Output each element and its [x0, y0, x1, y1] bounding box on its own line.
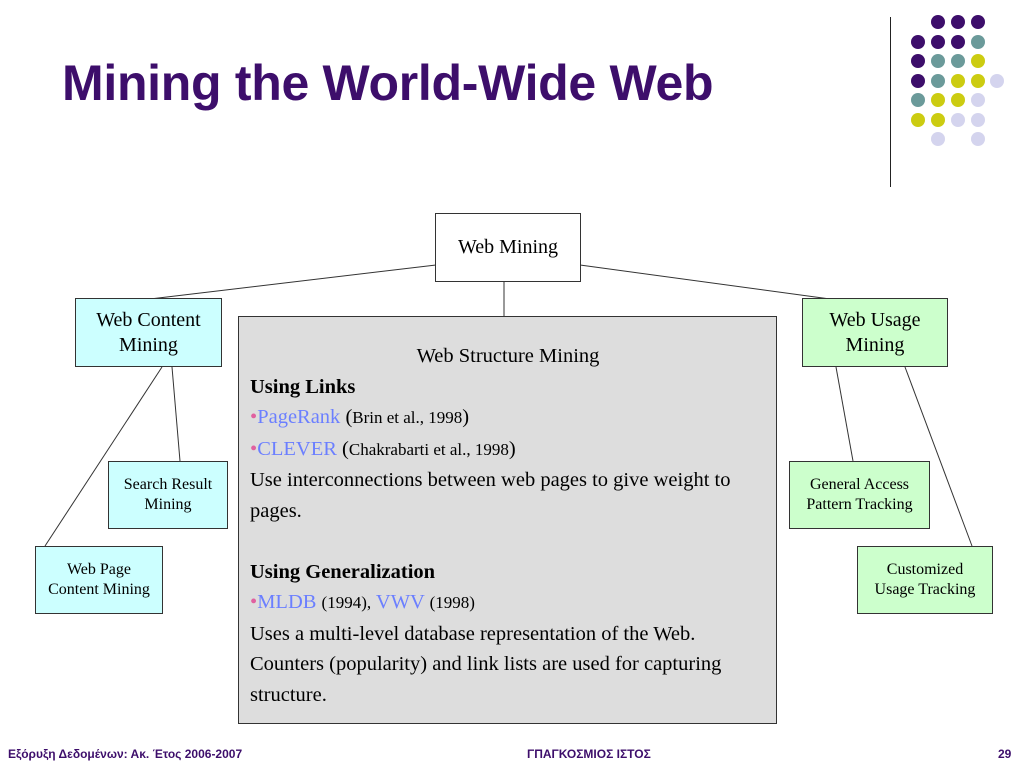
vwv-year: (1998) — [429, 593, 475, 612]
decorative-dot — [931, 73, 945, 88]
decorative-dot — [971, 112, 985, 127]
clever-label: CLEVER — [257, 437, 337, 460]
decorative-dot — [931, 15, 945, 29]
search-result-label-2: Mining — [144, 496, 192, 513]
using-generalization-heading: Using Generalization — [250, 560, 436, 583]
using-links-heading: Using Links — [250, 375, 356, 398]
web-content-mining-label-1: Web Content — [96, 309, 201, 332]
decorative-dot — [931, 112, 945, 127]
decorative-dot — [931, 34, 945, 49]
decorative-dot — [971, 54, 985, 68]
search-result-label-1: Search Result — [123, 476, 213, 494]
decorative-dot — [931, 132, 945, 146]
mldb-label: MLDB — [257, 591, 317, 613]
web-usage-mining-label-1: Web Usage — [829, 309, 921, 332]
clever-reference: Chakrabarti et al., 1998 — [348, 439, 509, 459]
decorative-dot — [971, 73, 985, 88]
links-description: Use interconnections between web pages t… — [250, 469, 731, 522]
decorative-dot — [990, 73, 1004, 88]
connector-usage-general — [835, 366, 854, 462]
decorative-dot — [971, 34, 985, 49]
pagerank-label: PageRank — [257, 406, 341, 428]
connector-content-webpage — [44, 366, 163, 547]
customized-usage-label-1: Customized — [886, 561, 964, 579]
pagerank-item: •PageRank (Brin et al., 1998) — [250, 406, 470, 428]
slide-title: Mining the World-Wide Web — [62, 55, 714, 111]
decorative-dot — [971, 15, 985, 29]
decorative-dot — [971, 93, 985, 107]
page-number: 29 — [998, 747, 1012, 761]
general-access-label-1: General Access — [809, 476, 910, 494]
footer-topic: ΓΠΑΓΚΟΣΜΙΟΣ ΙΣΤΟΣ — [527, 747, 651, 761]
web-usage-mining-node: Web Usage Mining — [802, 298, 948, 367]
decorative-dot — [931, 93, 945, 107]
web-structure-mining-node: Web Structure Mining Using Links •PageRa… — [238, 316, 777, 724]
general-access-pattern-tracking-node: General Access Pattern Tracking — [789, 461, 930, 529]
decorative-dot — [971, 132, 985, 146]
mldb-year: (1994), — [321, 593, 372, 612]
connector-content-search — [171, 366, 181, 462]
connector-usage-customized — [904, 366, 973, 547]
decorative-dot — [951, 93, 965, 107]
customized-usage-tracking-node: Customized Usage Tracking — [857, 546, 993, 614]
footer-course: Εξόρυξη Δεδομένων: Ακ. Έτος 2006-2007 — [8, 747, 243, 761]
decorative-dot — [931, 54, 945, 68]
pagerank-reference: Brin et al., 1998 — [352, 408, 463, 427]
clever-item: •CLEVER (Chakrabarti et al., 1998) — [250, 437, 516, 460]
web-content-mining-node: Web Content Mining — [75, 298, 222, 367]
web-page-content-label-2: Content Mining — [48, 581, 150, 598]
decorative-dot — [911, 112, 925, 127]
generalization-description: Uses a multi-level database representati… — [250, 622, 722, 706]
connector-root-content — [149, 264, 437, 300]
connector-root-usage — [579, 264, 831, 300]
decorative-dot — [951, 15, 965, 29]
web-mining-node: Web Mining — [435, 213, 581, 282]
decorative-dot — [911, 54, 925, 68]
web-page-content-label-1: Web Page — [66, 561, 132, 579]
bullet-icon: • — [250, 591, 258, 613]
decorative-dot — [911, 73, 925, 88]
mldb-vwv-item: •MLDB (1994), VWV (1998) — [250, 587, 766, 619]
decorative-dot — [911, 93, 925, 107]
decorative-dot — [951, 73, 965, 88]
decorative-dot — [951, 54, 965, 68]
web-mining-label: Web Mining — [457, 236, 559, 259]
title-divider — [890, 17, 891, 187]
bullet-icon: • — [250, 437, 258, 460]
web-page-content-mining-node: Web Page Content Mining — [35, 546, 163, 614]
decorative-dot — [911, 34, 925, 49]
decorative-dot — [951, 34, 965, 49]
search-result-mining-node: Search Result Mining — [108, 461, 228, 529]
web-usage-mining-label-2: Mining — [845, 333, 905, 356]
decorative-dot — [951, 112, 965, 127]
general-access-label-2: Pattern Tracking — [806, 496, 913, 513]
customized-usage-label-2: Usage Tracking — [874, 581, 976, 598]
web-content-mining-label-2: Mining — [119, 333, 178, 356]
web-structure-mining-heading: Web Structure Mining — [416, 345, 600, 367]
vwv-label: VWV — [375, 591, 425, 613]
bullet-icon: • — [250, 406, 258, 428]
